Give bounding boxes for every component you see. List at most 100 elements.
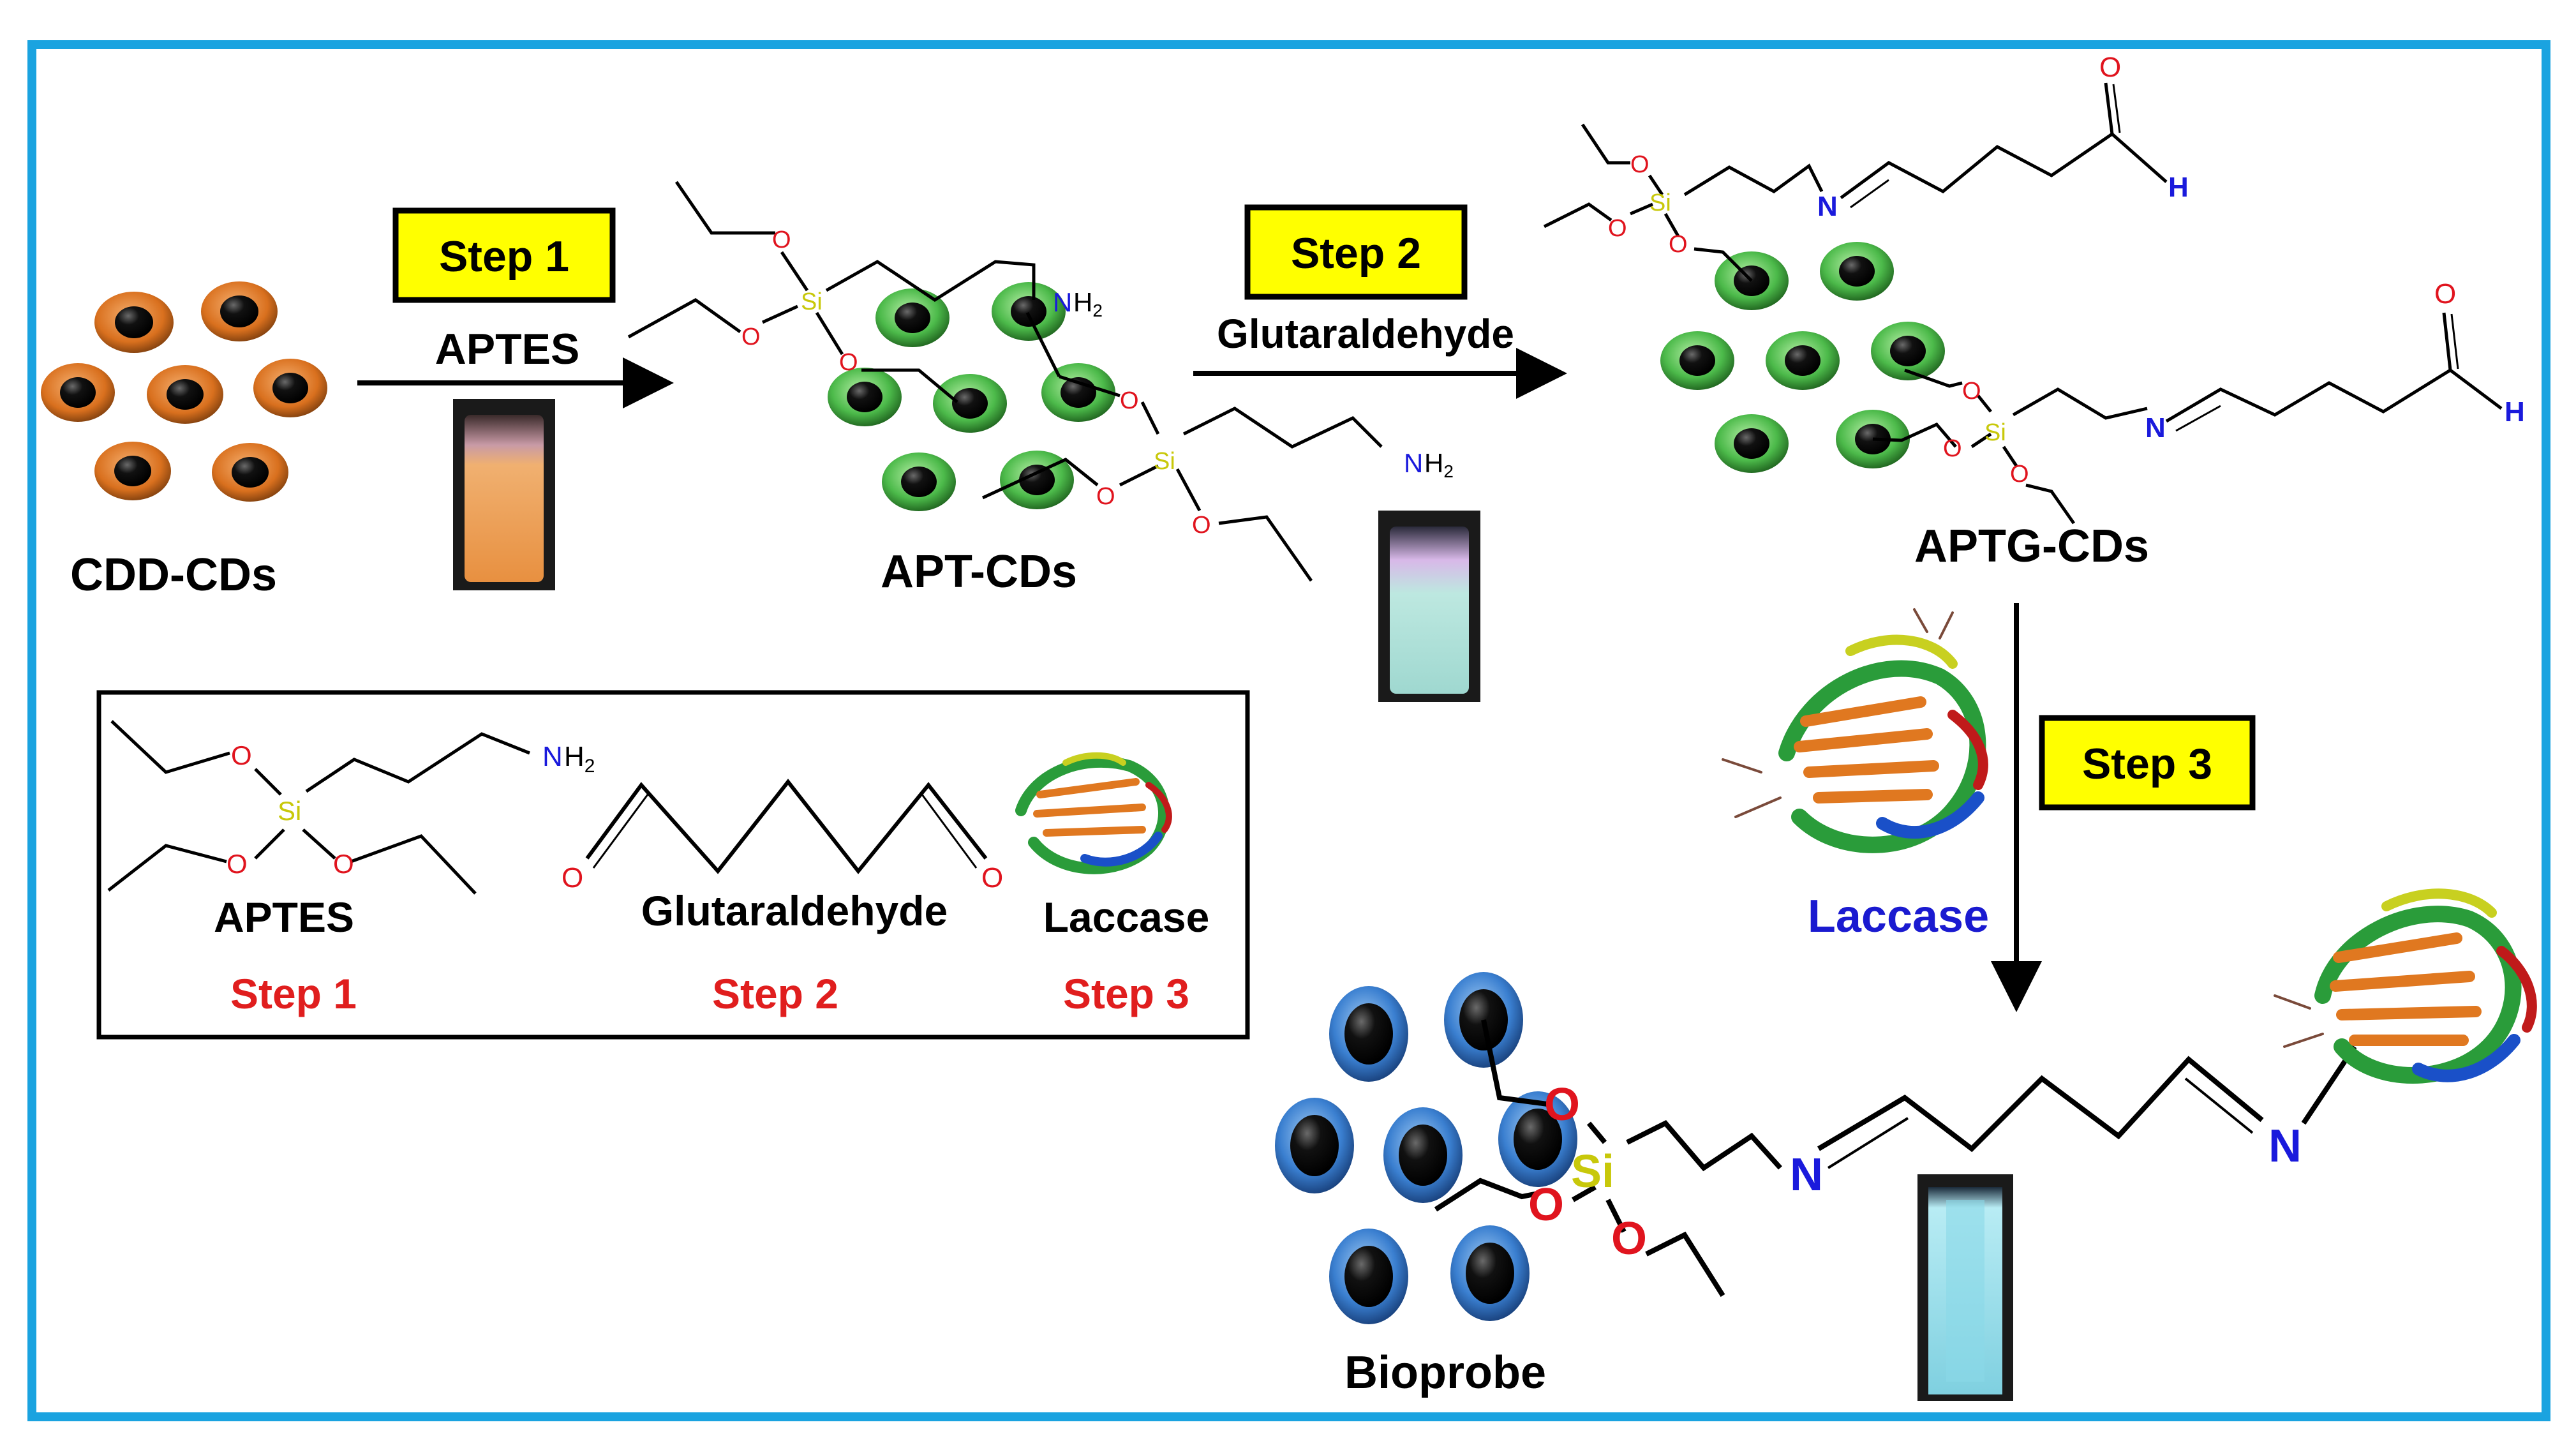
step1-reagent-label: APTES xyxy=(435,325,580,373)
aptg-o-atom: O xyxy=(2010,461,2029,488)
aptg-o-atom: O xyxy=(1630,151,1649,178)
aptg-o-atom: O xyxy=(1608,215,1627,242)
apt-aptes-chain-1 xyxy=(627,181,1061,403)
bioprobe-label: Bioprobe xyxy=(1344,1347,1546,1398)
bioprobe-dot xyxy=(1498,1091,1577,1187)
bioprobe-n-atom: N xyxy=(2268,1121,2302,1172)
apt-o-atom: O xyxy=(772,227,791,253)
legend-h2-label: H2 xyxy=(564,741,595,777)
apt-n-atom: N xyxy=(1404,448,1423,478)
apt-si-atom: Si xyxy=(1154,448,1175,475)
legend-step3-label: Step 3 xyxy=(1063,970,1189,1017)
cdd-dot xyxy=(41,363,115,422)
cdd-cds-cluster xyxy=(41,281,327,502)
legend-laccase-name: Laccase xyxy=(1043,893,1210,941)
aptg-dot xyxy=(1660,331,1734,390)
apt-o-atom: O xyxy=(1192,512,1211,539)
legend-aptes-name: APTES xyxy=(214,893,354,941)
aptg-n-atom: N xyxy=(1817,191,1838,222)
aptg-dot xyxy=(1766,331,1840,390)
legend-glutaraldehyde-structure xyxy=(585,779,988,874)
step2-reagent-label: Glutaraldehyde xyxy=(1217,311,1514,357)
legend-o-atom: O xyxy=(562,862,583,893)
step1-box-label: Step 1 xyxy=(439,232,569,281)
apt-dot xyxy=(875,288,949,347)
legend-step2-label: Step 2 xyxy=(712,970,838,1017)
cdd-dot xyxy=(147,365,223,424)
apt-vial xyxy=(1378,511,1480,702)
aptg-dot xyxy=(1871,322,1945,380)
aptg-dot xyxy=(1820,242,1894,301)
bioprobe-dot xyxy=(1329,986,1408,1082)
legend-laccase-protein-image xyxy=(1015,752,1172,874)
cdd-dot xyxy=(212,443,288,502)
apt-dot xyxy=(933,374,1007,433)
apt-si-atom: Si xyxy=(801,288,823,315)
aptg-o-atom: O xyxy=(1962,378,1981,405)
bioprobe-o-atom: O xyxy=(1611,1213,1647,1264)
aptg-si-atom: Si xyxy=(1649,190,1671,216)
apt-o-atom: O xyxy=(1096,483,1115,510)
legend-aptes-structure xyxy=(107,720,530,895)
legend-n-atom: N xyxy=(542,741,563,772)
apt-aptes-chain-2 xyxy=(981,375,1383,582)
step2-box-label: Step 2 xyxy=(1291,229,1421,278)
legend-o-atom: O xyxy=(981,862,1003,893)
laccase-label: Laccase xyxy=(1808,891,1989,942)
apt-o-atom: O xyxy=(839,349,858,376)
aptg-o-atom: O xyxy=(2099,52,2121,83)
bioprobe-o-atom: O xyxy=(1528,1179,1564,1230)
step3-box-label: Step 3 xyxy=(2082,740,2212,788)
cdd-dot xyxy=(94,442,171,500)
aptg-h-atom: H xyxy=(2168,172,2189,203)
cdd-dot xyxy=(201,281,278,341)
legend-si-atom: Si xyxy=(278,796,301,826)
legend-o-atom: O xyxy=(231,740,252,770)
aptg-n-atom: N xyxy=(2145,412,2166,444)
apt-o-atom: O xyxy=(1120,387,1139,414)
bioprobe-si-atom: Si xyxy=(1571,1146,1614,1197)
bioprobe-laccase-image xyxy=(2274,888,2537,1084)
bioprobe-dot xyxy=(1329,1229,1408,1324)
bioprobe-dot xyxy=(1275,1098,1354,1193)
step1-box: Step 1 xyxy=(392,207,616,303)
apt-dot xyxy=(828,368,902,426)
apt-h2-label: H2 xyxy=(1424,448,1454,481)
aptg-si-atom: Si xyxy=(1984,419,2006,446)
aptg-cds-label: APTG-CDs xyxy=(1914,521,2149,572)
legend-o-atom: O xyxy=(227,849,248,879)
step2-box: Step 2 xyxy=(1244,204,1468,300)
aptg-h-atom: H xyxy=(2505,396,2525,428)
cdd-dot xyxy=(253,359,327,417)
apt-dot xyxy=(882,452,956,511)
legend-box xyxy=(96,690,1250,1040)
apt-cds-cluster xyxy=(828,282,1115,511)
bioprobe-o-atom: O xyxy=(1544,1079,1580,1130)
aptg-o-atom: O xyxy=(1669,231,1688,258)
aptg-dot xyxy=(1715,414,1789,473)
aptg-o-atom: O xyxy=(2434,278,2456,310)
legend-o-atom: O xyxy=(333,849,354,879)
cdd-dot xyxy=(94,292,174,353)
step3-box: Step 3 xyxy=(2039,715,2256,811)
laccase-protein-image xyxy=(1722,608,1988,853)
bioprobe-n-atom: N xyxy=(1790,1149,1823,1200)
apt-h2-label: H2 xyxy=(1073,287,1103,320)
apt-n-atom: N xyxy=(1053,287,1072,317)
legend-step1-label: Step 1 xyxy=(230,970,357,1017)
bioprobe-conjugate-chain xyxy=(1434,1019,2357,1297)
cdd-vial xyxy=(453,399,555,590)
cdd-cds-label: CDD-CDs xyxy=(70,549,277,601)
bioprobe-dot xyxy=(1383,1107,1463,1203)
bioprobe-dot xyxy=(1450,1225,1530,1321)
apt-cds-label: APT-CDs xyxy=(881,546,1077,597)
aptg-chain-2 xyxy=(1872,312,2503,525)
aptg-chain-1 xyxy=(1543,82,2168,282)
apt-dot xyxy=(992,282,1066,341)
legend-glutaraldehyde-name: Glutaraldehyde xyxy=(641,887,948,934)
apt-o-atom: O xyxy=(741,324,761,350)
bioprobe-cuvette xyxy=(1917,1174,2013,1401)
aptg-o-atom: O xyxy=(1943,435,1962,462)
apt-dot xyxy=(1041,363,1115,422)
